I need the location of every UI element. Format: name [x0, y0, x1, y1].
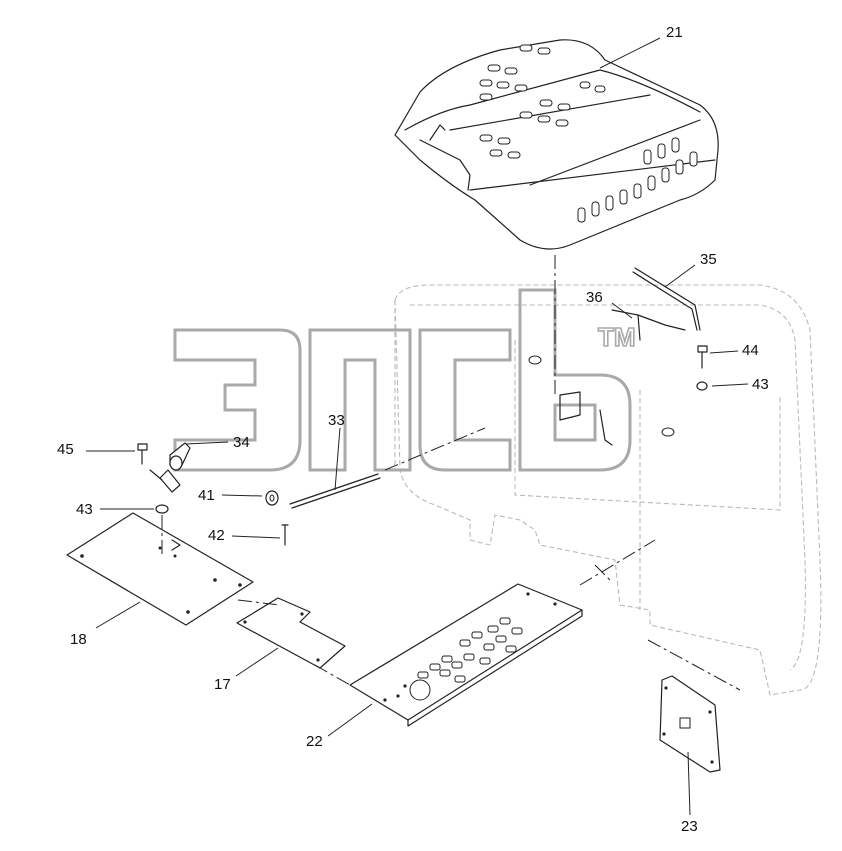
- callout-34: 34: [233, 434, 250, 451]
- plate-22-slots: [417, 617, 523, 683]
- callout-36: 36: [586, 289, 603, 306]
- part-17-plate: [236, 597, 346, 669]
- part-43-washer-left: [155, 504, 169, 514]
- callout-22: 22: [306, 733, 323, 750]
- part-44-bolt: [697, 345, 708, 369]
- callout-41: 41: [198, 487, 215, 504]
- centerline-cable: [384, 427, 486, 471]
- cover-vent-slots: [479, 44, 698, 223]
- callout-23: 23: [681, 818, 698, 835]
- part-33-cable: [289, 473, 381, 509]
- part-41-grommet: [265, 490, 279, 506]
- part-22-plate: [349, 583, 583, 727]
- housing-ghost-outline: [394, 284, 822, 696]
- callout-42: 42: [208, 527, 225, 544]
- callout-44: 44: [742, 342, 759, 359]
- part-21-top-cover: [394, 39, 719, 250]
- callout-labels: 21 35 36 44 43 34 45 33 41 43 42 18 17 2…: [57, 24, 769, 835]
- part-35-rod: [632, 267, 701, 331]
- part-34-latch: [149, 442, 191, 493]
- callout-35: 35: [700, 251, 717, 268]
- housing-bracket: [528, 355, 675, 446]
- leader-lines: [86, 37, 749, 816]
- part-45-screw: [137, 443, 148, 465]
- callout-21: 21: [666, 24, 683, 41]
- watermark-logo: TM: [173, 288, 636, 472]
- callout-33: 33: [328, 412, 345, 429]
- part-43-washer-right: [696, 381, 708, 391]
- callout-45: 45: [57, 441, 74, 458]
- callout-18: 18: [70, 631, 87, 648]
- callout-17: 17: [214, 676, 231, 693]
- callout-43-left: 43: [76, 501, 93, 518]
- part-42-pin: [281, 524, 289, 546]
- assembly-centerlines: [161, 515, 741, 691]
- callout-43-right: 43: [752, 376, 769, 393]
- watermark-trademark: TM: [598, 322, 636, 352]
- part-23-bracket: [659, 675, 721, 773]
- part-18-plate: [66, 512, 254, 626]
